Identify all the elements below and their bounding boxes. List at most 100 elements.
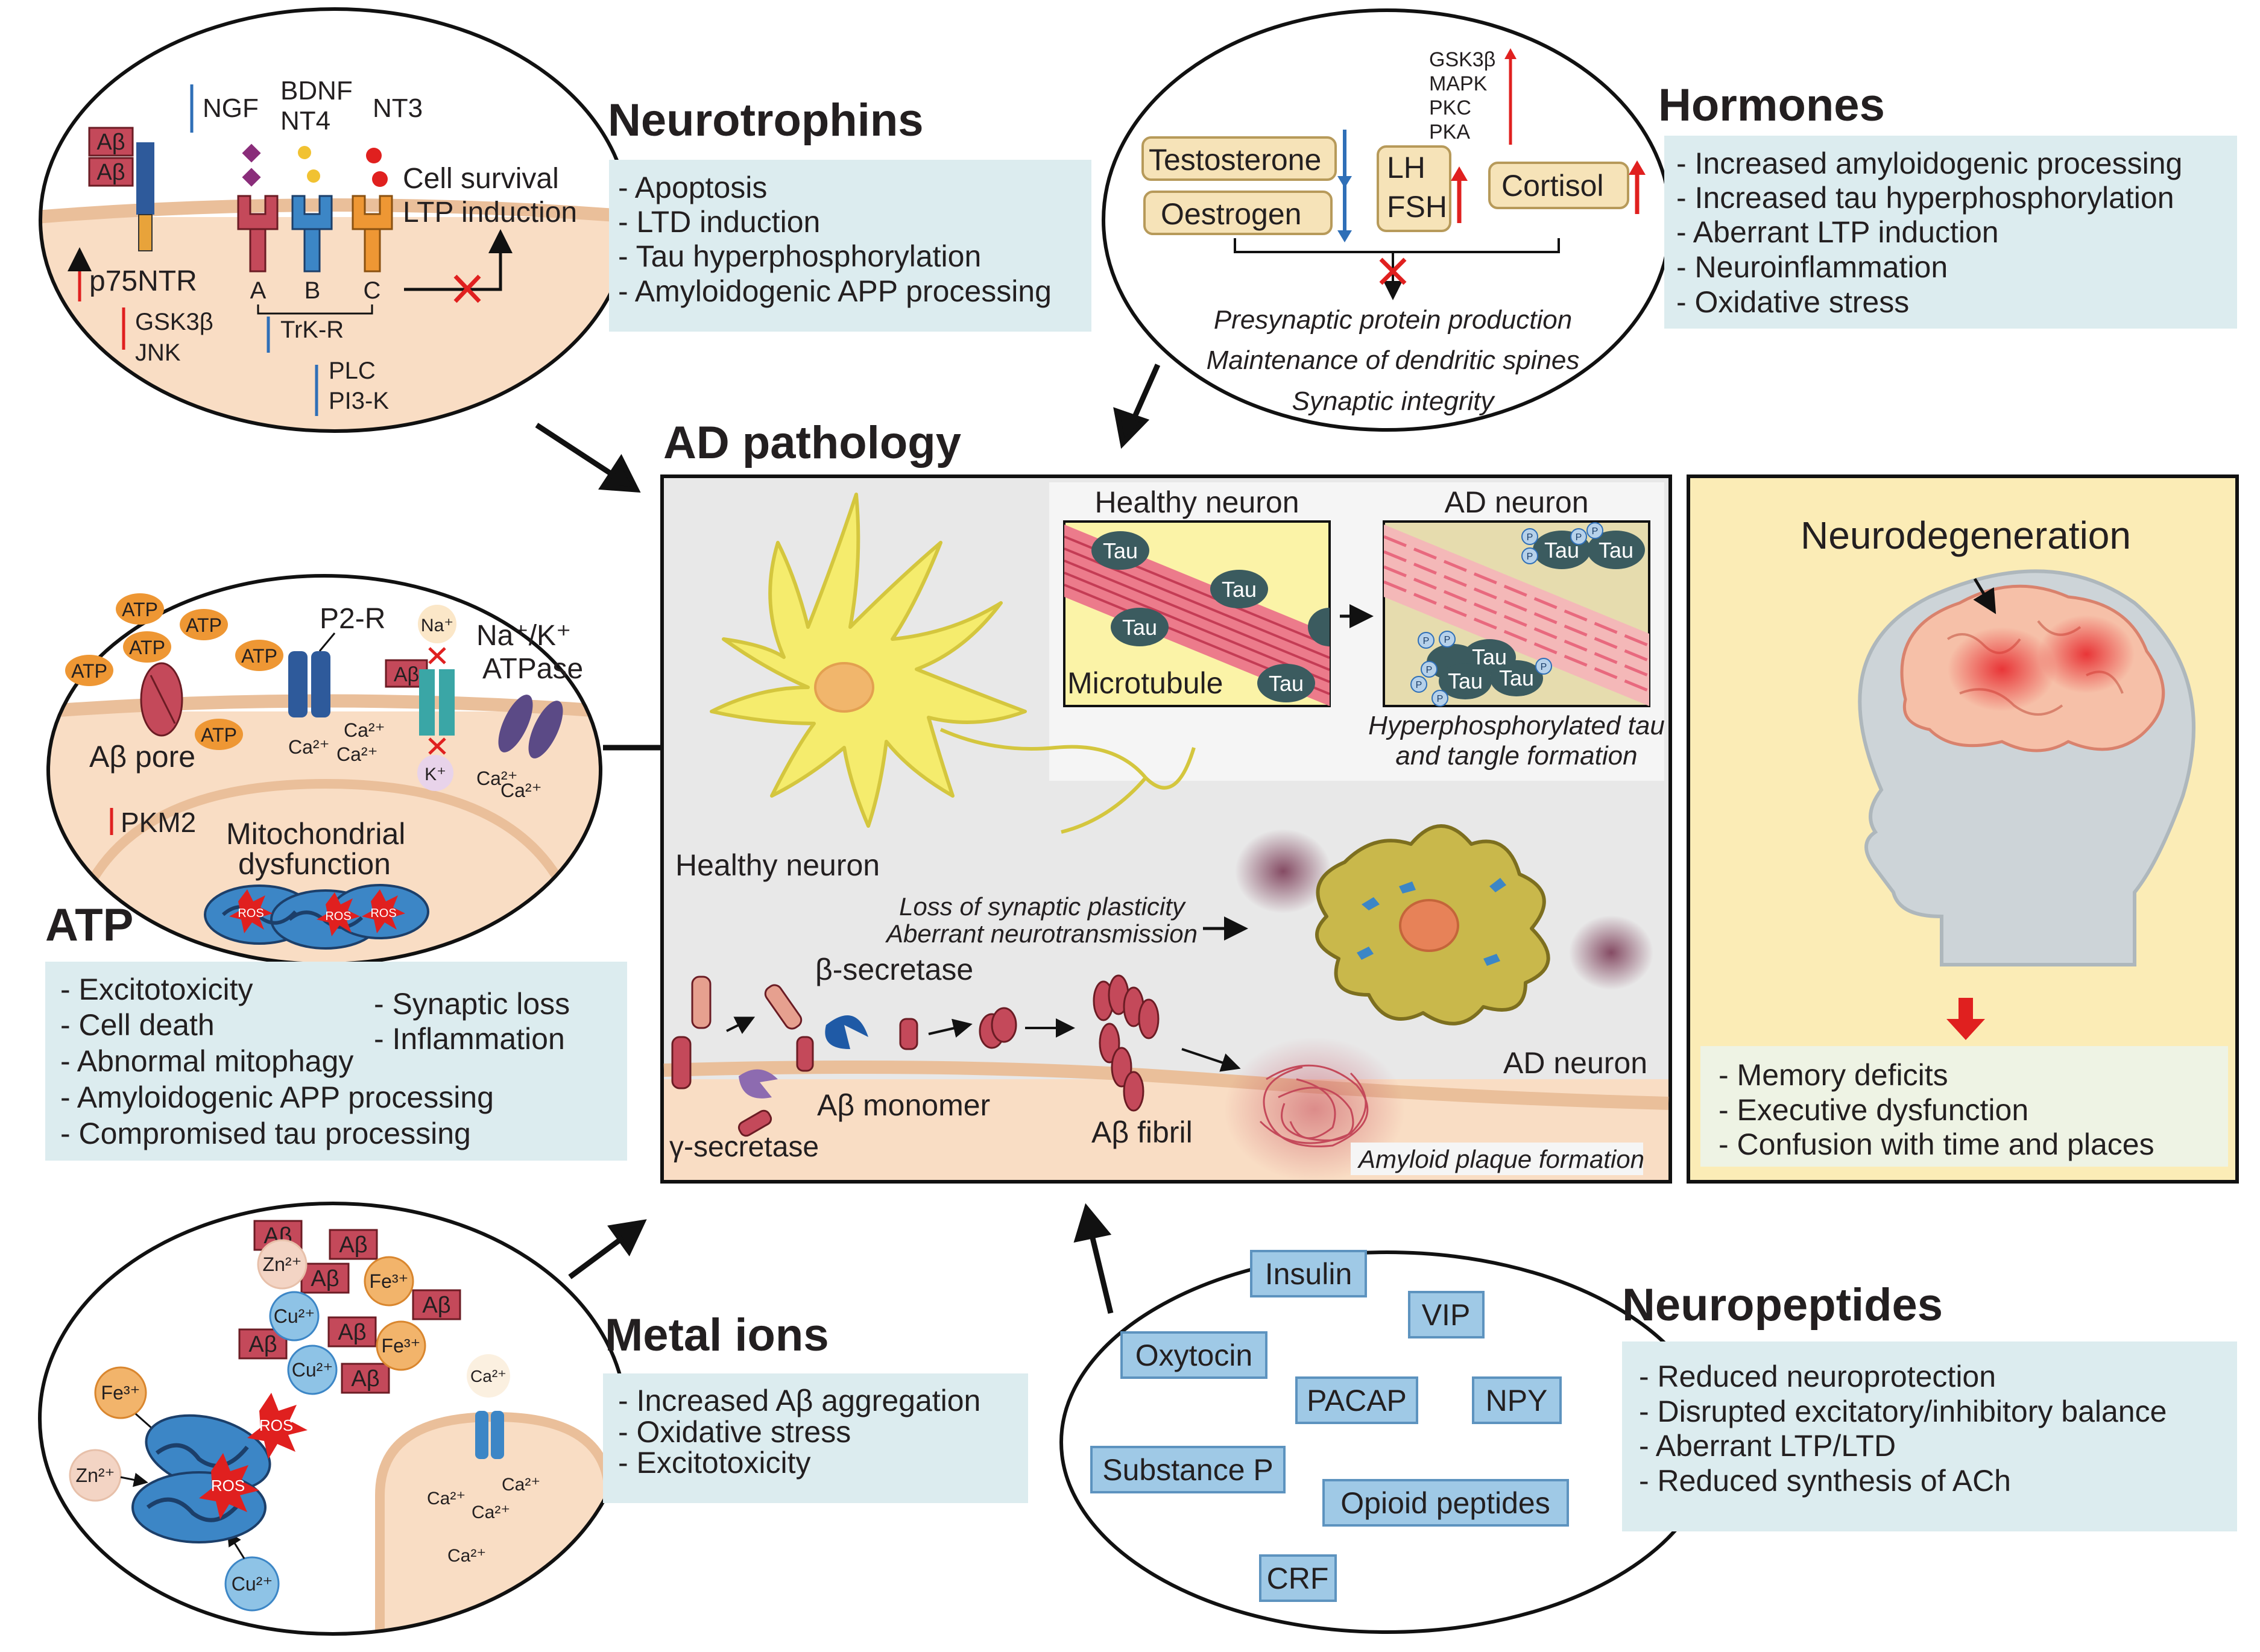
neuropeptide-box — [1259, 1554, 1337, 1602]
atp-effect: - Inflammation — [374, 1022, 565, 1056]
healthy-neuron-heading: Healthy neuron — [1094, 485, 1299, 519]
phosphate-label: P — [1423, 636, 1430, 646]
neurodegeneration-effect: - Executive dysfunction — [1719, 1093, 2028, 1127]
p2r-label: P2-R — [320, 603, 385, 635]
metal-ions-title: Metal ions — [605, 1310, 829, 1361]
neurotrophins-effect: - Amyloidogenic APP processing — [618, 274, 1052, 308]
synaptic-loss-label: Aberrant neurotransmission — [885, 919, 1198, 948]
nak-atpase — [498, 695, 533, 752]
neuropeptide-label: Oxytocin — [1135, 1338, 1253, 1372]
phosphate-label: P — [1592, 526, 1599, 537]
blocked-x-icon — [1379, 257, 1407, 285]
gamma-secretase-label: γ-secretase — [669, 1131, 819, 1163]
neurodegeneration-panel: Neurodegeneration - Memory deficits - Ex… — [1687, 474, 2239, 1184]
kinase-label: GSK3β — [1429, 48, 1495, 71]
hormones-effect: - Increased amyloidogenic processing — [1676, 147, 2182, 180]
ad-pathology-title: AD pathology — [663, 417, 961, 468]
ltp-induction-label: LTP induction — [403, 197, 577, 229]
hyperphosphorylated-tau: Tau Tau Tau Tau Tau P P P P P P P P P — [1410, 522, 1645, 707]
phosphate-label: P — [1437, 694, 1444, 704]
neurodegeneration-effects-box — [1700, 1046, 2228, 1167]
neuropeptides-effect: - Disrupted excitatory/inhibitory balanc… — [1639, 1395, 2167, 1428]
tau-label: Tau — [1222, 577, 1257, 602]
atp-label: ATP — [71, 660, 107, 682]
ca-label: Ca²⁺ — [288, 736, 329, 758]
fsh-label: FSH — [1387, 190, 1447, 224]
atp-effect: - Excitotoxicity — [60, 973, 253, 1006]
cu-label: Cu²⁺ — [232, 1573, 273, 1595]
neuropeptide-label: Opioid peptides — [1340, 1486, 1550, 1520]
atp-label: ATP — [201, 724, 237, 746]
atp-effect: - Abnormal mitophagy — [60, 1044, 353, 1078]
hormone-outcome: Maintenance of dendritic spines — [1207, 345, 1580, 375]
mito-dysfunction-label: dysfunction — [238, 847, 391, 881]
atp-effect: - Compromised tau processing — [60, 1117, 471, 1150]
neuropeptide-box — [1295, 1376, 1418, 1424]
ca-label: Ca²⁺ — [472, 1502, 510, 1522]
neuropeptide-box — [1090, 1446, 1286, 1493]
hormone-outcome: Presynaptic protein production — [1214, 305, 1572, 335]
nak-atpase-label: ATPase — [482, 653, 583, 685]
metal-ions-effect: - Increased Aβ aggregation — [618, 1384, 980, 1417]
beta-secretase — [825, 1015, 868, 1049]
ros-label: ROS — [259, 1416, 293, 1434]
zn-label: Zn²⁺ — [263, 1253, 302, 1275]
synaptic-loss-label: Loss of synaptic plasticity — [899, 892, 1187, 921]
ca-label: Ca²⁺ — [427, 1489, 466, 1509]
neuropeptide-label: Insulin — [1265, 1257, 1353, 1291]
ad-neuron-nucleus — [1399, 899, 1459, 952]
atp-label: ATP — [129, 637, 165, 658]
neurodegeneration-title: Neurodegeneration — [1801, 514, 2131, 557]
atp-effects-box — [45, 962, 627, 1161]
cortisol-label: Cortisol — [1501, 169, 1603, 203]
hormones-title: Hormones — [1658, 80, 1885, 131]
neuropeptide-label: NPY — [1486, 1384, 1548, 1417]
beta-secretase-label: β-secretase — [815, 953, 973, 986]
na-label: Na⁺ — [421, 616, 453, 635]
healthy-neuron-nucleus — [814, 662, 874, 713]
phosphate-label: P — [1416, 680, 1422, 690]
phosphate-label: P — [1527, 532, 1533, 543]
nak-atpase-label: Na⁺/K⁺ — [476, 620, 571, 652]
atp-molecules: ATP ATP ATP ATP ATP ATP — [65, 593, 283, 750]
plc-label: PLC — [329, 358, 376, 384]
kinase-label: MAPK — [1429, 72, 1488, 95]
microtubule-label: Microtubule — [1067, 666, 1223, 700]
phosphate-label: P — [1426, 665, 1433, 675]
abeta-aggregates: Aβ Aβ Aβ Aβ Aβ Aβ Aβ — [238, 1220, 461, 1394]
ad-neuron-label: AD neuron — [1503, 1046, 1647, 1080]
hyperphosphorylated-tau-label: Hyperphosphorylated tau — [1368, 711, 1665, 740]
healthy-neuron — [710, 493, 1196, 834]
ngf-label: NGF — [203, 93, 259, 123]
neurotrophins-panel: Aβ Aβ p75NTR GSK3β JNK NGF BDNF NT4 NT3 — [39, 7, 1091, 433]
cell-survival-label: Cell survival — [403, 163, 559, 195]
gamma-secretase — [739, 1069, 778, 1099]
metal-ions-effects-box — [603, 1373, 1028, 1503]
ca-label: Ca²⁺ — [502, 1475, 540, 1495]
abeta-label: Aβ — [351, 1366, 379, 1392]
ros-label: ROS — [370, 907, 396, 920]
trk-receptor-c — [352, 195, 393, 273]
abeta-fibril — [979, 974, 1160, 1112]
fe-label: Fe³⁺ — [101, 1382, 140, 1404]
lh-fsh-box — [1377, 145, 1451, 232]
calcium-channel — [475, 1411, 488, 1459]
neurodegeneration-effect: - Confusion with time and places — [1719, 1127, 2154, 1161]
atp-effect: - Amyloidogenic APP processing — [60, 1080, 494, 1114]
sodium-channel — [419, 669, 435, 736]
p75ntr-label: p75NTR — [89, 265, 197, 297]
neuropeptide-label: CRF — [1267, 1562, 1329, 1595]
abeta-monomer-label: Aβ monomer — [817, 1088, 990, 1122]
ros-label: ROS — [211, 1477, 245, 1495]
cortisol-box — [1488, 162, 1629, 209]
ros-label: ROS — [325, 910, 351, 923]
metal-ions-panel: Aβ Aβ Aβ Aβ Aβ Aβ Aβ Zn²⁺ Fe³⁺ Cu²⁺ Fe³⁺… — [38, 1202, 1028, 1636]
cu-label: Cu²⁺ — [292, 1359, 333, 1381]
pi3k-label: PI3-K — [329, 388, 389, 414]
hormones-effect: - Aberrant LTP induction — [1676, 215, 1999, 249]
oestrogen-box — [1143, 191, 1333, 235]
atp-panel: ATP ATP ATP ATP ATP ATP Aβ pore P2-R Ca²… — [45, 574, 627, 1161]
hormone-outcome: Synaptic integrity — [1292, 386, 1495, 416]
receptor-b-label: B — [305, 277, 321, 304]
neurotrophins-title: Neurotrophins — [608, 95, 924, 146]
